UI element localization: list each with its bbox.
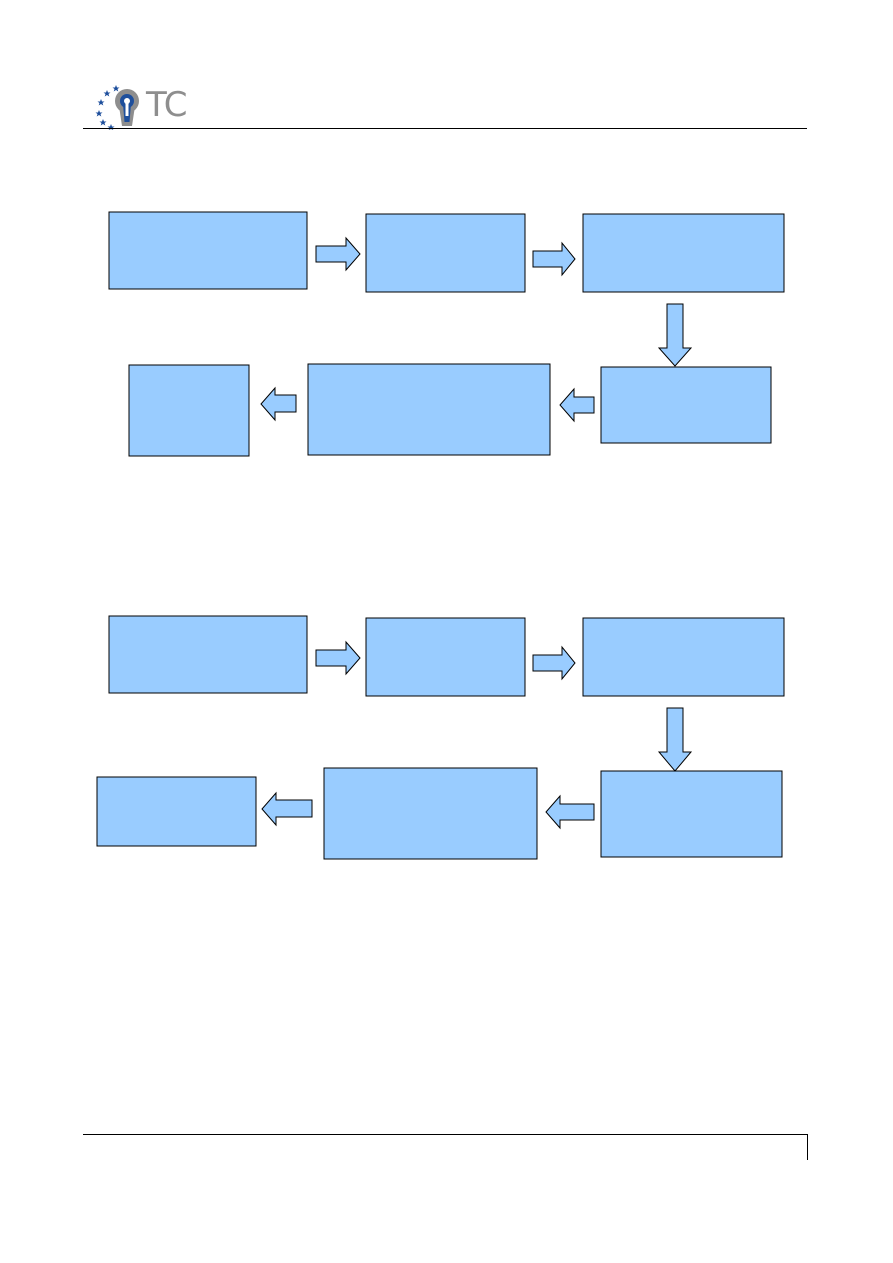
d2-step-5-box (323, 767, 538, 860)
d1-arrow-left-1 (559, 387, 595, 423)
d1-step-4-box (600, 366, 772, 444)
keyhole-stars-logo-icon (95, 85, 139, 130)
d2-step-6-box (96, 776, 257, 847)
d2-step-1-box (108, 615, 308, 694)
flow-diagram-1 (108, 211, 785, 457)
header-rule (83, 128, 807, 129)
d2-arrow-left-2 (261, 791, 313, 827)
d2-arrow-left-1 (545, 794, 595, 830)
logo-wordmark: TC (146, 85, 188, 125)
d2-arrow-right-2 (532, 645, 576, 681)
footer-rule (83, 1134, 807, 1135)
d1-arrow-right-1 (315, 236, 361, 272)
d2-step-4-box (600, 770, 783, 858)
d1-step-5-box (307, 363, 551, 456)
d2-arrow-right-1 (315, 640, 361, 676)
flow-diagram-2 (96, 615, 785, 860)
d1-arrow-left-2 (260, 386, 297, 422)
d2-step-2-box (365, 617, 526, 697)
footer-rule-tick (807, 1134, 808, 1160)
d1-arrow-right-2 (532, 241, 576, 277)
d1-step-2-box (365, 213, 526, 293)
d2-arrow-down (657, 707, 693, 772)
d1-step-1-box (108, 211, 308, 290)
d1-step-3-box (582, 213, 785, 293)
d1-arrow-down (657, 303, 693, 367)
d1-step-6-box (128, 364, 250, 457)
d2-step-3-box (582, 617, 785, 697)
